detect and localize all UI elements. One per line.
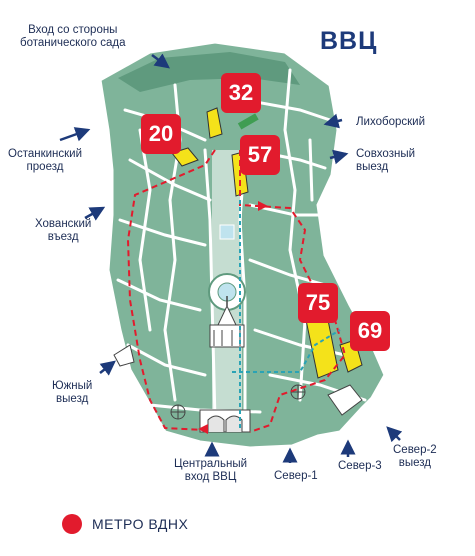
label-sever-1: Север-1	[274, 470, 318, 482]
green-plot	[237, 113, 259, 130]
pavilion-icon	[209, 296, 245, 348]
legend-label: МЕТРО ВДНХ	[92, 516, 189, 532]
badge-69: 69	[350, 311, 390, 351]
fountain-icon	[219, 224, 235, 240]
badge-32: 32	[221, 73, 261, 113]
building-icon	[327, 384, 363, 416]
label-sever-2: Север-2 выезд	[393, 444, 437, 469]
label-ostankinsky: Останкинский проезд	[8, 148, 83, 173]
label-sovkhozny: Совхозный выезд	[356, 148, 416, 173]
badge-75: 75	[298, 283, 338, 323]
legend: МЕТРО ВДНХ	[62, 514, 188, 534]
badge-57: 57	[240, 135, 280, 175]
label-yuzhny: Южный выезд	[52, 380, 93, 405]
arch-icon	[199, 409, 251, 433]
badge-20: 20	[141, 114, 181, 154]
ferris-wheel-icon	[170, 384, 306, 420]
map-title: ВВЦ	[320, 27, 378, 55]
label-botanical-entrance: Вход со стороны ботанического сада	[20, 24, 126, 49]
label-likhoborsky: Лихоборский	[356, 116, 425, 128]
label-central-entrance: Центральный вход ВВЦ	[174, 458, 248, 483]
metro-route-alt	[232, 200, 341, 430]
metro-dot-icon	[62, 514, 82, 534]
label-khovansky: Хованский въезд	[35, 218, 92, 243]
building-icon	[113, 344, 135, 367]
label-sever-3: Север-3	[338, 460, 382, 472]
arrow-icon	[59, 53, 403, 463]
